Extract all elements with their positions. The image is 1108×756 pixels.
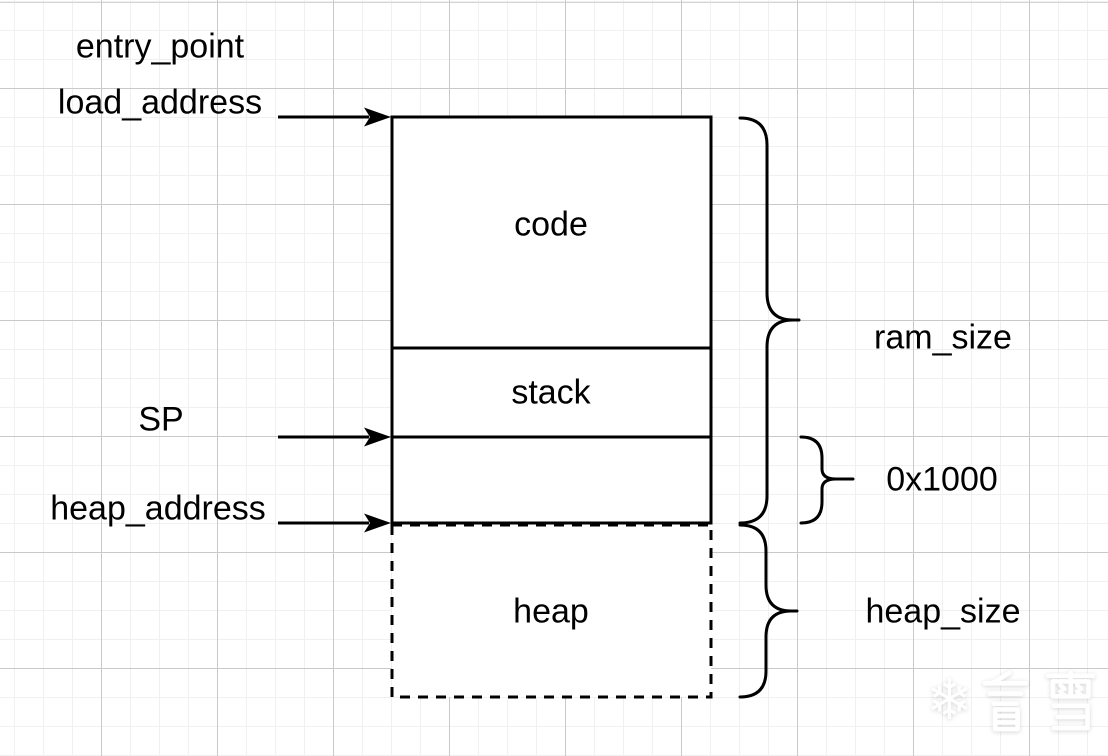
xue-stroke: [1051, 703, 1090, 731]
sp-arrowhead-icon: [364, 427, 391, 447]
load-address-arrowhead-icon: [364, 107, 391, 127]
snowflake-icon: ❄: [926, 668, 973, 733]
gap-size-label: 0x1000: [886, 460, 998, 499]
heap-address-label: heap_address: [50, 489, 266, 528]
kan-eye-box: [992, 707, 1020, 732]
sp-label: SP: [138, 400, 184, 439]
gap-size-brace: [799, 435, 855, 525]
ram-size-label: ram_size: [874, 318, 1012, 357]
code-region-label: code: [514, 205, 588, 244]
watermark: ❄: [926, 670, 1095, 732]
xue-rain-dots: [1058, 682, 1084, 698]
load-address-arrow: [278, 107, 391, 127]
entry-point-label: entry_point: [75, 27, 245, 66]
heap-region-label: heap: [513, 592, 589, 631]
sp-arrow: [278, 427, 391, 447]
stack-region-label: stack: [511, 373, 591, 412]
heap-size-brace: [738, 523, 799, 699]
ram-size-brace: [738, 116, 801, 525]
heap-box: [390, 523, 713, 699]
ram-box: [390, 115, 713, 525]
watermark-brand-glyphs: [982, 670, 1095, 732]
heap-address-arrowhead-icon: [364, 513, 391, 533]
heap-address-arrow: [278, 513, 391, 533]
load-address-label: load_address: [57, 83, 263, 122]
canvas-top-border: [0, 2, 1108, 3]
heap-size-label: heap_size: [865, 592, 1021, 631]
